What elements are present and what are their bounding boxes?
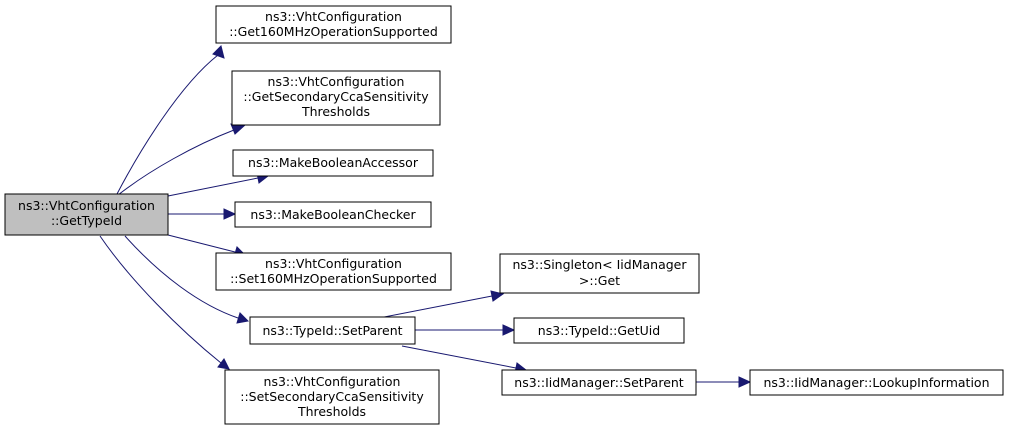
- node-typeIdGetUid-line-1: ns3::TypeId::GetUid: [538, 323, 660, 338]
- node-typeIdGetUid[interactable]: ns3::TypeId::GetUid: [513, 317, 685, 344]
- edge-root-to-typeIdSetParent: [124, 235, 250, 324]
- node-getSecCca-line-1: ns3::VhtConfiguration: [268, 74, 405, 89]
- edge-root-to-setSecCca: [99, 235, 230, 370]
- node-get160[interactable]: ns3::VhtConfiguration ::Get160MHzOperati…: [215, 5, 452, 44]
- node-iidLookup[interactable]: ns3::IidManager::LookupInformation: [749, 369, 1004, 396]
- node-iidSetParent[interactable]: ns3::IidManager::SetParent: [501, 369, 697, 396]
- edge-root-to-makeBoolChk: [168, 208, 237, 220]
- node-getSecCca-line-2: ::GetSecondaryCcaSensitivity: [243, 89, 429, 104]
- node-getSecCca[interactable]: ns3::VhtConfiguration ::GetSecondaryCcaS…: [231, 70, 441, 126]
- node-makeBoolChk[interactable]: ns3::MakeBooleanChecker: [234, 201, 432, 228]
- node-setSecCca[interactable]: ns3::VhtConfiguration ::SetSecondaryCcaS…: [224, 369, 440, 425]
- node-iidLookup-line-1: ns3::IidManager::LookupInformation: [763, 375, 989, 390]
- node-typeIdSetParent[interactable]: ns3::TypeId::SetParent: [249, 316, 416, 345]
- edge-typeIdSetParent-to-typeIdGetUid: [415, 324, 516, 336]
- edge-typeIdSetParent-to-singletonGet: [368, 290, 505, 321]
- node-set160-line-1: ns3::VhtConfiguration: [265, 256, 402, 271]
- node-root[interactable]: ns3::VhtConfiguration ::GetTypeId: [4, 193, 169, 236]
- node-setSecCca-line-1: ns3::VhtConfiguration: [264, 374, 401, 389]
- node-set160-line-2: ::Set160MHzOperationSupported: [230, 271, 437, 286]
- node-get160-line-1: ns3::VhtConfiguration: [265, 9, 402, 24]
- node-typeIdSetParent-line-1: ns3::TypeId::SetParent: [262, 323, 402, 338]
- node-makeBoolAcc[interactable]: ns3::MakeBooleanAccessor: [232, 149, 434, 177]
- node-root-line-1: ns3::VhtConfiguration: [18, 198, 155, 213]
- node-singletonGet-line-1: ns3::Singleton< IidManager: [512, 257, 687, 272]
- node-getSecCca-line-3: Thresholds: [301, 104, 370, 119]
- edge-typeIdSetParent-to-iidSetParent: [401, 345, 528, 374]
- edge-root-to-get160: [116, 45, 225, 195]
- node-setSecCca-line-3: Thresholds: [297, 404, 366, 419]
- node-iidSetParent-line-1: ns3::IidManager::SetParent: [514, 375, 684, 390]
- node-singletonGet[interactable]: ns3::Singleton< IidManager >::Get: [499, 253, 700, 294]
- node-get160-line-2: ::Get160MHzOperationSupported: [229, 24, 438, 39]
- node-makeBoolAcc-line-1: ns3::MakeBooleanAccessor: [248, 155, 419, 170]
- node-singletonGet-line-2: >::Get: [579, 273, 620, 288]
- node-makeBoolChk-line-1: ns3::MakeBooleanChecker: [250, 207, 416, 222]
- node-set160[interactable]: ns3::VhtConfiguration ::Set160MHzOperati…: [215, 252, 452, 291]
- node-root-line-2: ::GetTypeId: [51, 213, 122, 228]
- node-setSecCca-line-2: ::SetSecondaryCcaSensitivity: [240, 389, 424, 404]
- edge-iidSetParent-to-iidLookup: [696, 376, 752, 388]
